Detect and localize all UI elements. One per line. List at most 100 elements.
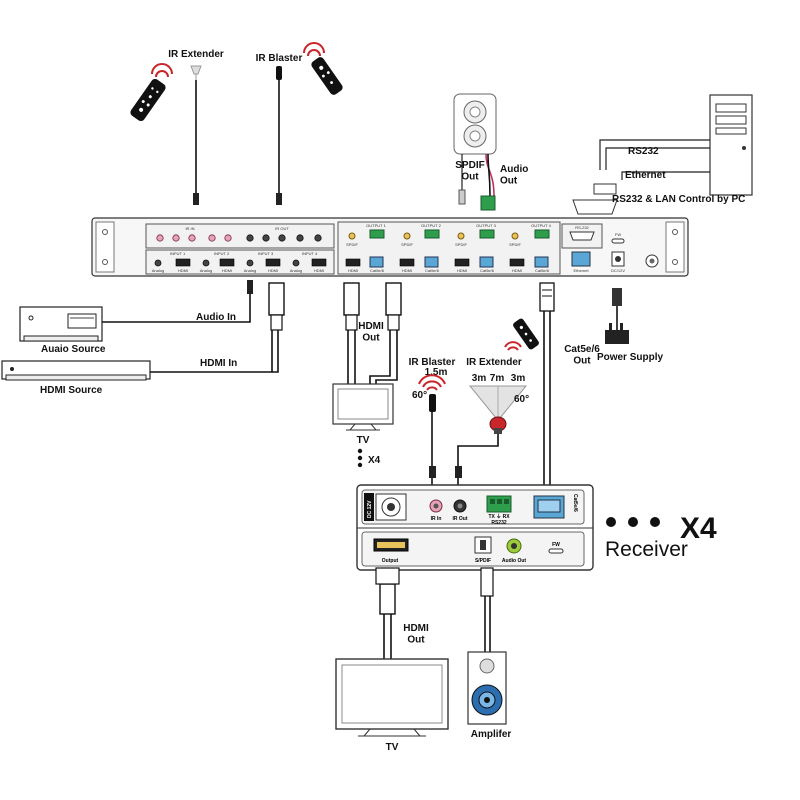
ir-signal-icon [418,374,446,391]
audio-out-terminal [480,195,496,211]
ir-ext-3m-right: 3m [511,373,526,384]
dots-icon [606,517,660,527]
ir-out-jacks [246,234,322,242]
dots-icon [357,448,363,468]
port-label: HDMI [512,268,522,273]
audio-in-plug [247,280,253,294]
power-adapter [605,323,629,344]
pc-tower [709,94,753,196]
rx-spdif-label: S/PDIF [475,558,491,564]
rs232-port [569,231,595,241]
hdmi-source-device [1,360,151,381]
port-label: HDMI [178,268,188,273]
audio-source-label: Auaio Source [41,344,106,355]
hdmi-out-plugs [343,282,402,331]
output-label: OUTPUT 2 [421,223,441,228]
port-label: HDMI [268,268,278,273]
port-label: Cat5e/6 [535,268,550,273]
port-label: Cat5e/6 [370,268,385,273]
spdif-port-label: SPDIF [509,242,521,247]
port-label: Cat5e/6 [425,268,440,273]
x4-big-label: X4 [680,512,717,545]
rx-fw-label: FW [552,542,560,548]
hdmi-source-label: HDMI Source [40,385,103,396]
receiver-fw-port [548,548,564,554]
ir-blaster-plug [276,193,282,205]
rs232-cable [599,139,710,170]
ir-extender-label: IR Extender [168,49,224,60]
port-label: Analog [200,268,212,273]
amplifier-label: Amplifer [471,729,512,740]
rx-rs232-terms: TX ⏚ RX [488,513,510,520]
tv-matrix-icon [332,383,394,431]
ir-blaster-rx-label: IR Blaster [409,357,456,368]
ethernet-cable-label: Ethernet [625,170,666,181]
output-label: OUTPUT 3 [476,223,496,228]
ethernet-cable-top [621,171,710,180]
rx-hdmi-plug [379,583,396,615]
port-label: HDMI [222,268,232,273]
ir-blaster-rx-head [429,394,436,412]
hdmi-in-label: HDMI In [200,358,237,369]
matrix-inputs [154,258,327,267]
port-label: Analog [244,268,256,273]
fw-port [611,238,625,244]
tv-rx-icon [335,658,449,737]
ir-blaster-head [276,66,282,80]
port-label: Cat5e/6 [480,268,495,273]
ir-extender-rx-sensor [489,416,507,434]
port-label: HDMI [314,268,324,273]
rs232-port-label: RS-232 [575,225,589,230]
ethernet-port-label: Ethernet [573,268,589,273]
rx-output-label: Output [382,558,399,564]
ir-in-header: IR IN [185,226,194,231]
ir-ext-7m: 7m [490,373,505,384]
output-label: OUTPUT 1 [366,223,386,228]
ir-signal-icon [303,42,325,57]
audio-in-cable [102,290,251,323]
ir-blaster-len: 1.5m [425,367,448,378]
ir-out-header: IR OUT [275,226,289,231]
ethernet-port [571,251,591,267]
port-label: HDMI [348,268,358,273]
ir-ext-angle: 60° [514,394,529,405]
ir-blaster-label: IR Blaster [256,53,303,64]
remote-control-icon [311,57,343,95]
ir-extender-rx-cable [457,434,499,490]
remote-control-icon [130,78,166,122]
tv-rx-label: TV [386,742,399,753]
spdif-port-label: SPDIF [455,242,467,247]
input-label: INPUT 2 [214,251,230,256]
rx-ir-in-label: IR In [431,516,442,522]
port-label: HDMI [402,268,412,273]
rx-rs232-label: RS232 [491,520,507,526]
matrix-outputs [345,229,550,268]
power-supply-label: Power Supply [597,352,664,363]
ir-ext-3m-left: 3m [472,373,487,384]
receiver-label: Receiver [605,538,688,561]
spdif-port-label: SPDIF [346,242,358,247]
ir-in-jacks [156,234,232,242]
audio-in-label: Audio In [196,312,236,323]
rs232-plug [593,183,617,195]
db9-connector [572,199,618,215]
cat5e-plug [539,282,555,312]
fw-label: FW [615,232,621,237]
tv-matrix-label: TV [357,435,370,446]
port-label: Analog [290,268,302,273]
input-label: INPUT 4 [302,251,318,256]
ir-signal-icon [504,341,522,351]
ir-blaster-angle: 60° [412,390,427,401]
ir-signal-icon [151,63,173,78]
dc-label: DC/12V [611,268,625,273]
input-label: INPUT 1 [170,251,186,256]
rx-ir-out-label: IR Out [453,516,468,522]
dc-plug [612,288,622,306]
audio-source-device [19,306,103,342]
dc-12v-label: DC 12V [367,500,373,518]
x4-small-label: X4 [368,455,381,466]
